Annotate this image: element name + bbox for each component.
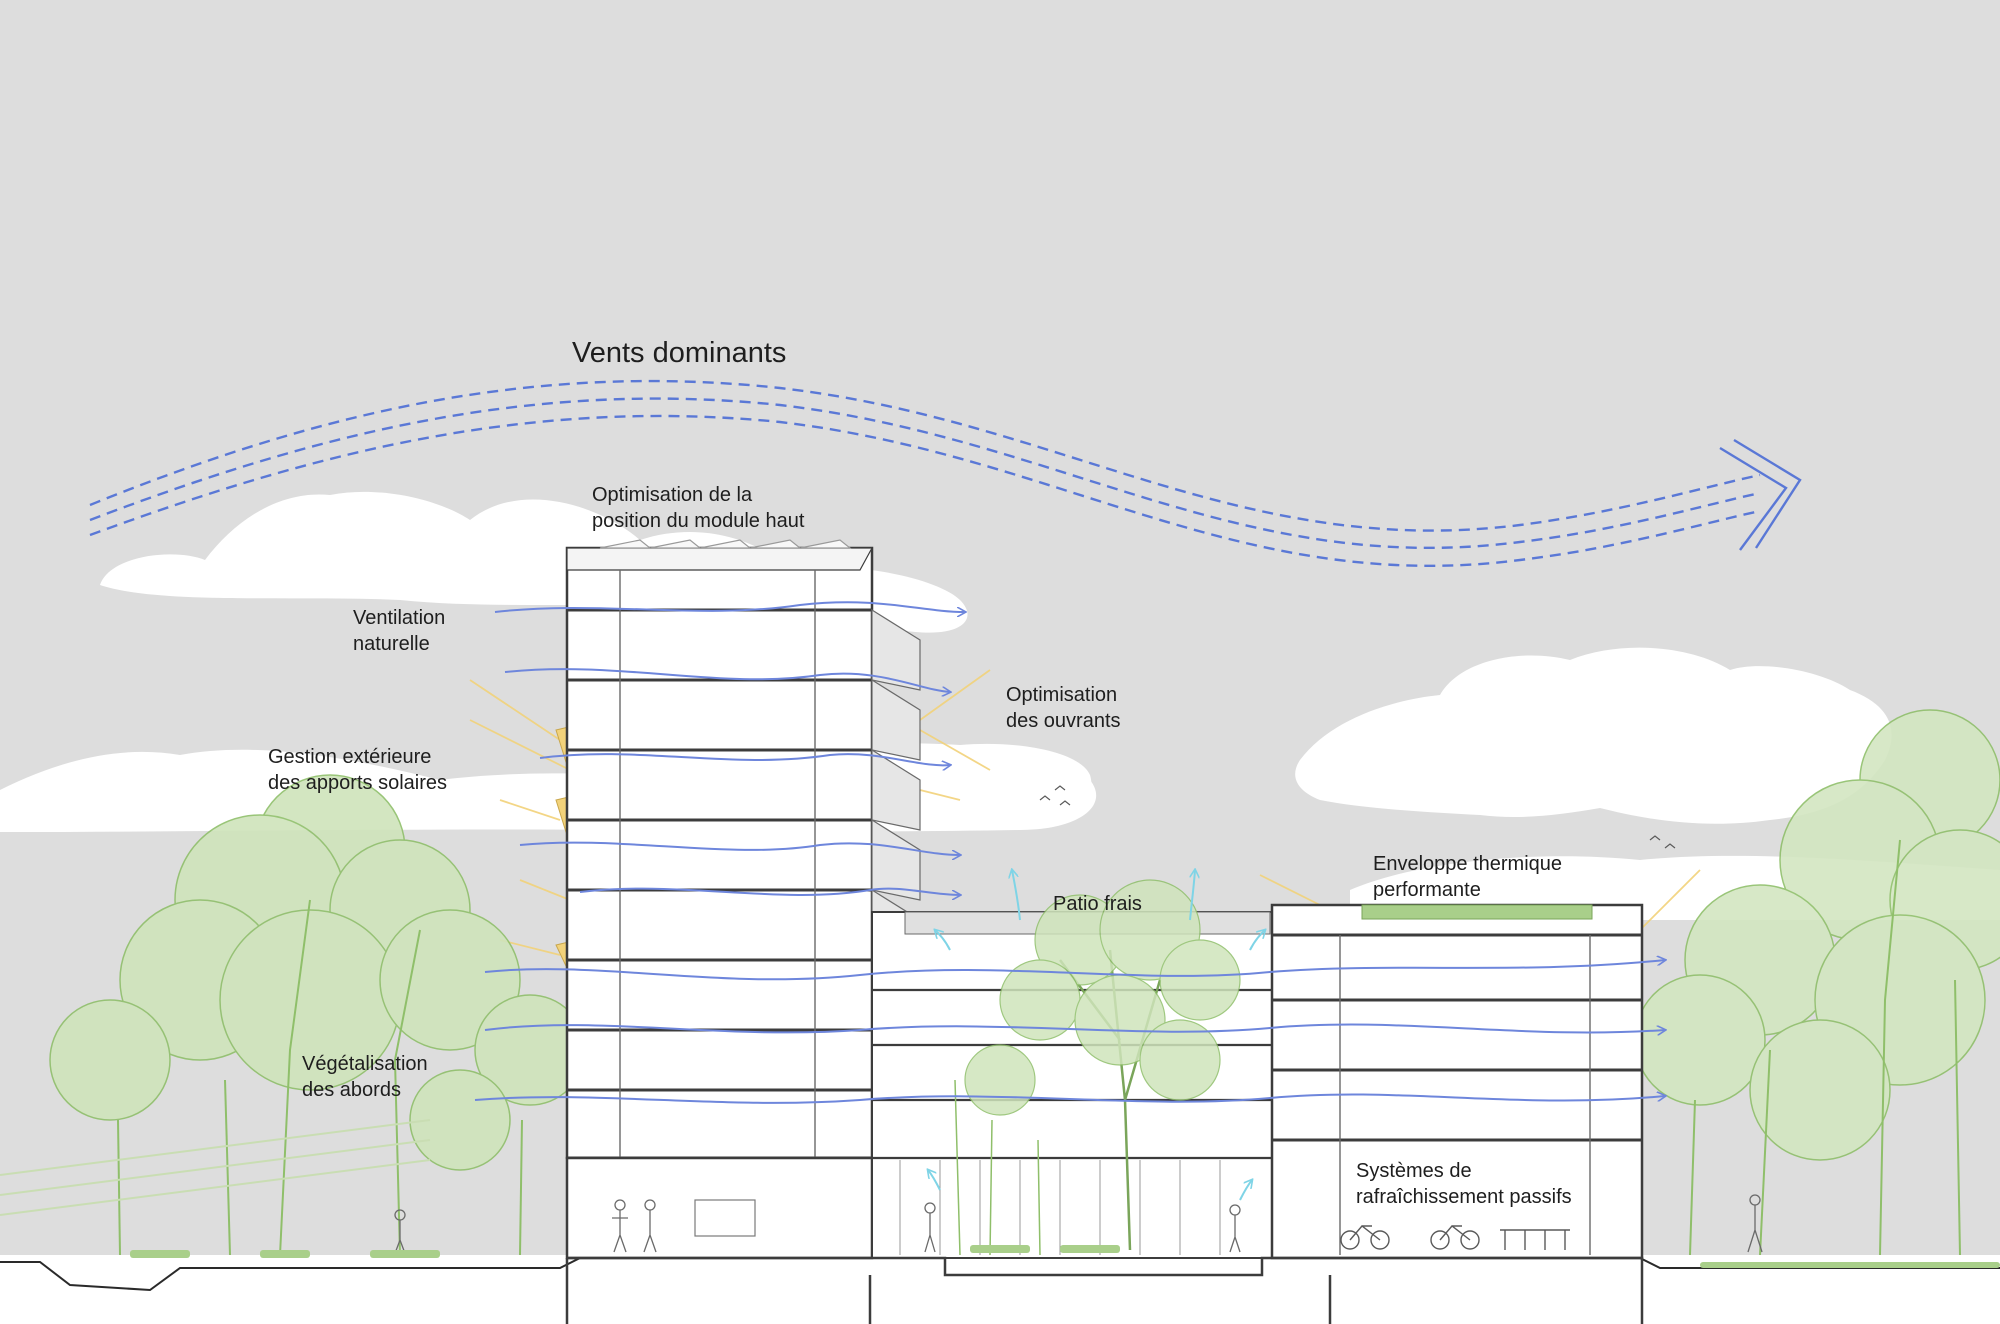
label-rafraichissement: Systèmes de rafraîchissement passifs — [1356, 1158, 1572, 1210]
tree-icon — [49, 774, 586, 1171]
ground-vegetation — [130, 1245, 2000, 1268]
right-building — [1270, 903, 1644, 1260]
airflow-arrows — [474, 601, 1665, 1104]
bicycle-icon — [1340, 1225, 1480, 1250]
label-ouvrants: Optimisation des ouvrants — [1006, 682, 1121, 734]
ground — [0, 1255, 2000, 1324]
label-apports-solaires: Gestion extérieure des apports solaires — [268, 744, 447, 796]
label-patio: Patio frais — [1053, 891, 1142, 917]
label-vegetalisation: Végétalisation des abords — [302, 1051, 428, 1103]
label-ventilation: Ventilation naturelle — [353, 605, 445, 657]
tree-right-icon — [1634, 709, 2000, 1161]
label-line: des apports solaires — [268, 772, 447, 794]
label-line: des ouvrants — [1006, 710, 1121, 732]
label-line: performante — [1373, 879, 1481, 901]
label-module-haut: Optimisation de la position du module ha… — [592, 482, 804, 534]
sun-rays — [469, 669, 1701, 956]
label-line: des abords — [302, 1079, 401, 1101]
prevailing-wind-icon — [89, 379, 1761, 568]
label-line: Systèmes de — [1356, 1160, 1472, 1182]
label-line: Optimisation de la — [592, 484, 753, 506]
label-line: Patio frais — [1053, 893, 1142, 915]
tree-trunks-left — [117, 899, 523, 1256]
label-line: rafraîchissement passifs — [1356, 1186, 1572, 1208]
label-enveloppe: Enveloppe thermique performante — [1373, 851, 1562, 903]
page-title: Vents dominants — [572, 337, 787, 369]
wind-arrow-icon — [1719, 438, 1802, 551]
bike-rack-icon — [1500, 1229, 1570, 1250]
label-line: Gestion extérieure — [268, 746, 432, 768]
tree-trunks-right — [1689, 839, 1961, 1256]
label-line: Ventilation — [353, 607, 446, 629]
bird-icon — [1039, 785, 1676, 849]
label-line: Végétalisation — [302, 1053, 428, 1075]
ground-line — [0, 1257, 2000, 1292]
label-line: Enveloppe thermique — [1373, 853, 1563, 875]
label-line: naturelle — [353, 633, 430, 655]
cloud-right-icon — [1295, 647, 1892, 824]
label-line: position du module haut — [592, 510, 805, 532]
foundation — [565, 1256, 1644, 1324]
cool-air-arrows — [928, 870, 1265, 1201]
label-line: Optimisation — [1006, 684, 1118, 706]
landscape-lines — [0, 1119, 431, 1216]
solar-panel-icon — [599, 539, 852, 549]
tower-building — [565, 539, 921, 1260]
